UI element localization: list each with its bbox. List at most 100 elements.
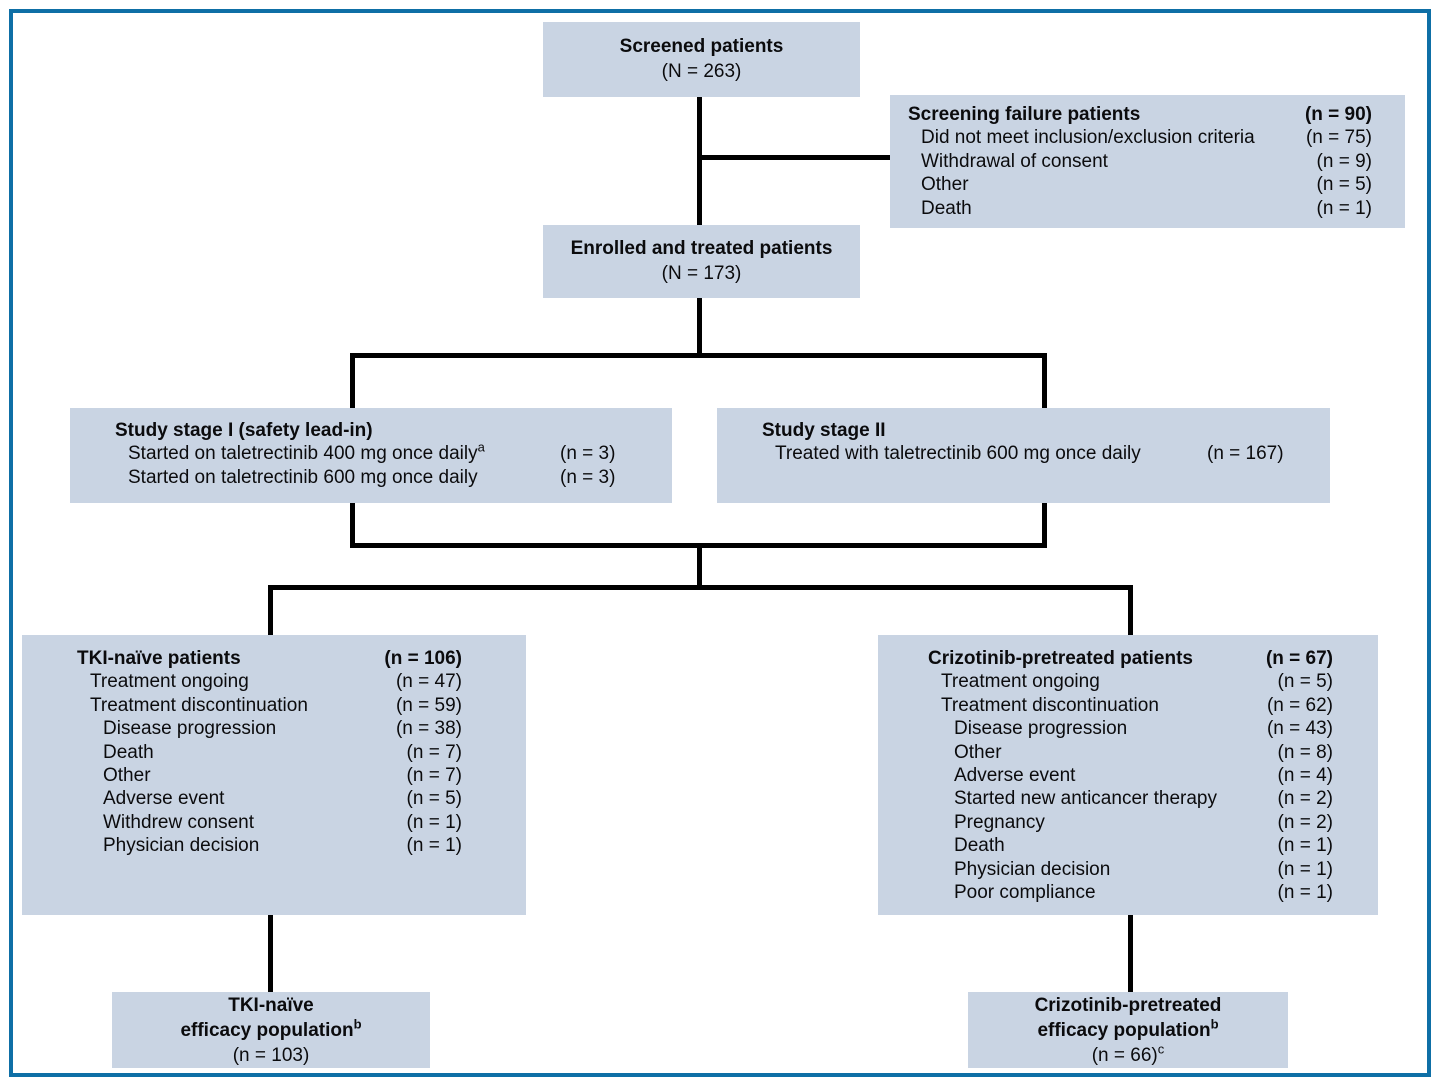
list-item: Adverse event (n = 4) [928,764,1333,787]
item-count: (n = 5) [1277,671,1333,693]
list-item: Pregnancy (n = 2) [928,811,1333,834]
item-count: (n = 47) [395,671,462,693]
item-count: (n = 1) [1316,197,1372,219]
item-label: Started new anticancer therapy [954,788,1217,810]
list-item: Death (n = 1) [908,197,1372,220]
list-item: Started on taletrectinib 400 mg once dai… [115,440,662,465]
connector-branch-screening-failure [697,155,893,160]
screening-failure-box: Screening failure patients (n = 90) Did … [890,95,1405,228]
enrolled-treated-box: Enrolled and treated patients (N = 173) [543,225,860,298]
tki-naive-patients-box: TKI-naïve patients (n = 106) Treatment o… [22,635,526,915]
item-label: Physician decision [103,835,260,857]
item-label: Treatment discontinuation [90,694,308,716]
item-count: (n = 1) [1277,858,1333,880]
connector-to-stage2 [1042,353,1047,410]
item-count: (n = 5) [406,788,462,810]
list-item: Did not meet inclusion/exclusion criteri… [908,126,1372,149]
connector-stage1-down [350,503,355,548]
box-title-line2: efficacy populationb [1037,1016,1219,1041]
item-label: Poor compliance [954,882,1096,904]
connector-to-stage1 [350,353,355,410]
item-label: Treatment ongoing [941,671,1100,693]
item-count: (n = 3) [560,466,616,488]
box-header: Crizotinib-pretreated patients (n = 67) [928,647,1333,670]
item-count: (n = 43) [1266,718,1333,740]
item-count: (n = 1) [406,835,462,857]
list-item: Disease progression (n = 38) [77,717,462,740]
item-count: (n = 9) [1316,150,1372,172]
list-item: Death (n = 7) [77,741,462,764]
box-rows: Treated with taletrectinib 600 mg once d… [762,442,1320,465]
item-count: (n = 167) [1207,443,1284,465]
list-item: Withdrew consent (n = 1) [77,811,462,834]
box-rows: Treatment ongoing (n = 5) Treatment disc… [928,670,1333,904]
study-stage1-box: Study stage I (safety lead-in) Started o… [70,408,672,503]
connector-split-cohorts-horizontal [268,585,1133,590]
item-label: Adverse event [103,788,225,810]
list-item: Physician decision (n = 1) [77,834,462,857]
connector-to-tki-naive [268,585,273,635]
item-label: Physician decision [954,858,1111,880]
item-label: Started on taletrectinib 600 mg once dai… [128,466,478,488]
item-label: Started on taletrectinib 400 mg once dai… [128,440,485,465]
item-label: Adverse event [954,765,1076,787]
connector-enrolled-down [697,298,702,358]
item-count: (n = 5) [1316,174,1372,196]
item-count: (n = 38) [395,718,462,740]
item-label: Disease progression [954,718,1128,740]
crizotinib-efficacy-box: Crizotinib-pretreated efficacy populatio… [968,992,1288,1068]
box-title-line2: efficacy populationb [180,1016,362,1041]
list-item: Adverse event (n = 5) [77,787,462,810]
item-label: Did not meet inclusion/exclusion criteri… [921,127,1255,149]
diagram-border-frame [9,9,1431,1077]
connector-stage2-down [1042,503,1047,548]
item-count: (n = 62) [1266,694,1333,716]
item-count: (n = 2) [1277,811,1333,833]
item-label: Withdrawal of consent [921,150,1108,172]
box-header: TKI-naïve patients (n = 106) [77,647,462,670]
box-count: (n = 90) [1304,104,1372,125]
box-rows: Did not meet inclusion/exclusion criteri… [908,126,1372,220]
list-item: Other (n = 5) [908,173,1372,196]
connector-crizotinib-to-efficacy [1128,908,1133,992]
item-label: Withdrew consent [103,811,255,833]
item-count: (n = 1) [1277,835,1333,857]
item-count: (n = 7) [406,765,462,787]
box-count: (n = 103) [232,1045,310,1066]
list-item: Treatment ongoing (n = 5) [928,670,1333,693]
box-count: (N = 173) [661,263,742,284]
box-header: Screening failure patients (n = 90) [908,103,1372,126]
list-item: Disease progression (n = 43) [928,717,1333,740]
list-item: Death (n = 1) [928,834,1333,857]
box-header: Study stage I (safety lead-in) [115,419,662,442]
item-label: Death [954,835,1005,857]
box-title-line1: TKI-naïve [228,995,314,1016]
item-count: (n = 8) [1277,741,1333,763]
list-item: Treatment discontinuation (n = 59) [77,694,462,717]
item-count: (n = 4) [1277,765,1333,787]
item-label: Disease progression [103,718,277,740]
item-count: (n = 7) [406,741,462,763]
list-item: Started on taletrectinib 600 mg once dai… [115,466,662,489]
box-title: Study stage I (safety lead-in) [115,420,373,441]
list-item: Other (n = 8) [928,741,1333,764]
item-label: Treatment discontinuation [941,694,1159,716]
box-title: Screened patients [619,36,784,57]
list-item: Poor compliance (n = 1) [928,881,1333,904]
list-item: Withdrawal of consent (n = 9) [908,150,1372,173]
box-title-line1: Crizotinib-pretreated [1034,995,1222,1016]
crizotinib-pretreated-patients-box: Crizotinib-pretreated patients (n = 67) … [878,635,1378,915]
box-header: Study stage II [762,419,1320,442]
connector-merge-center-down [697,543,702,590]
item-count: (n = 75) [1305,127,1372,149]
box-count: (n = 67) [1265,648,1333,669]
box-count: (n = 66)c [1091,1041,1165,1066]
item-count: (n = 1) [406,811,462,833]
tki-naive-efficacy-box: TKI-naïve efficacy populationb (n = 103) [112,992,430,1068]
box-title: Crizotinib-pretreated patients [928,648,1193,669]
box-title: TKI-naïve patients [77,648,241,669]
box-count: (N = 263) [661,61,742,82]
list-item: Started new anticancer therapy (n = 2) [928,787,1333,810]
item-count: (n = 1) [1277,882,1333,904]
